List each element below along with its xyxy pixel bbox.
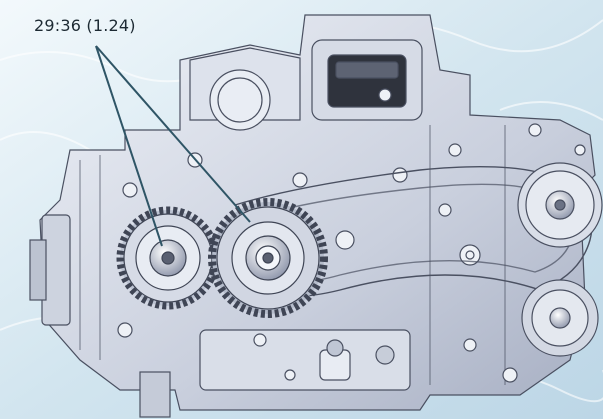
gear-small [116, 206, 220, 310]
gear-large [208, 198, 328, 318]
cam-sprocket [517, 162, 603, 248]
tensioner-pulley [521, 279, 599, 357]
engine-block [29, 14, 596, 418]
gear-ratio-label: 29:36 (1.24) [34, 16, 136, 35]
bolts [117, 88, 586, 383]
leader-lines [95, 45, 251, 247]
